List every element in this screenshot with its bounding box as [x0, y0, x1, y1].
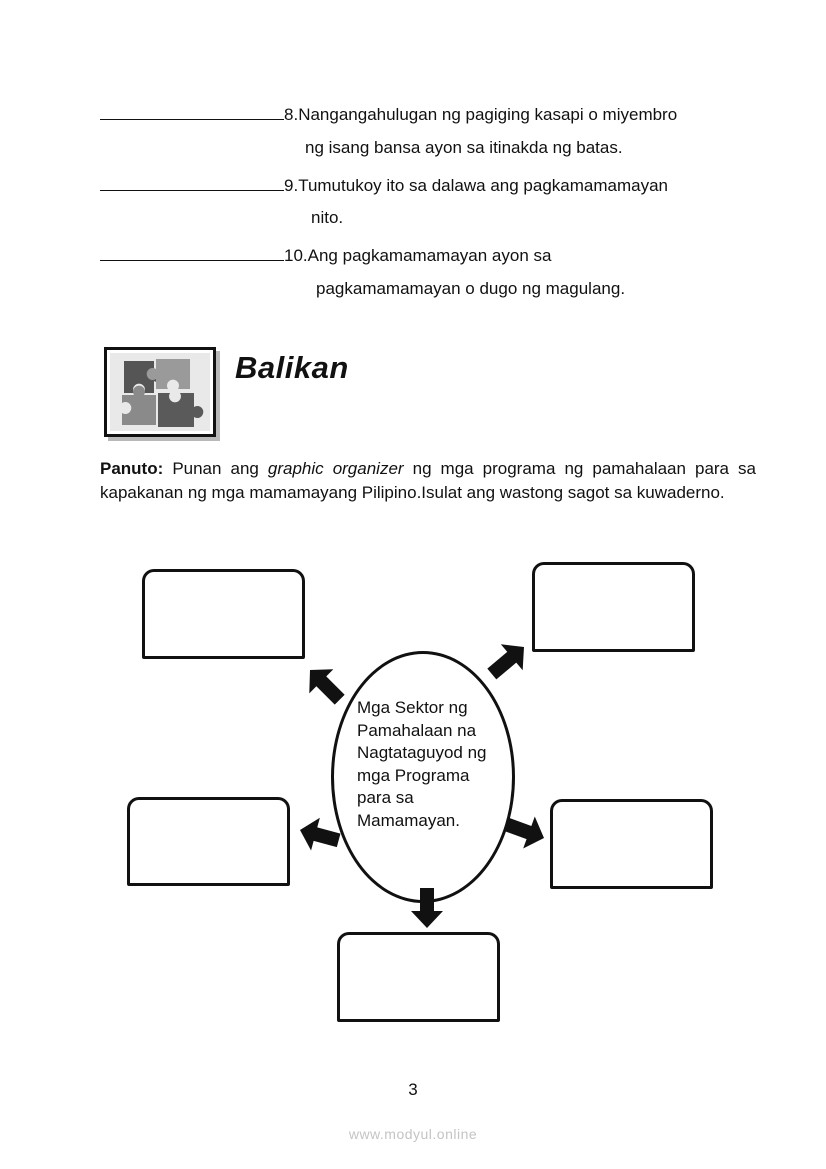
section-title: Balikan — [235, 350, 349, 385]
arrow-up-left-icon — [309, 669, 345, 705]
question-number: 8. — [284, 105, 299, 124]
question-number: 10. — [284, 246, 308, 265]
question-text: Tumutukoy ito sa dalawa ang pagkamamamay… — [298, 176, 668, 195]
question-8-line: 8.Nangangahulugan ng pagiging kasapi o m… — [100, 102, 677, 125]
instructions-label: Panuto: — [100, 459, 164, 478]
instructions-paragraph: Panuto: Punan ang graphic organizer ng m… — [100, 457, 756, 505]
answer-box-bottom[interactable] — [337, 932, 500, 1022]
center-label-line: Pamahalaan na — [357, 720, 477, 740]
answer-box-top-left[interactable] — [142, 569, 305, 659]
question-9-line: 9.Tumutukoy ito sa dalawa ang pagkamamam… — [100, 173, 668, 196]
answer-blank-10[interactable] — [100, 243, 284, 261]
question-number: 9. — [284, 176, 299, 195]
question-8-continuation: ng isang bansa ayon sa itinakda ng batas… — [305, 138, 623, 157]
question-text: Ang pagkamamamayan ayon sa — [307, 246, 552, 265]
question-10-continuation: pagkamamamayan o dugo ng magulang. — [316, 279, 626, 298]
answer-blank-8[interactable] — [100, 102, 284, 120]
arrow-up-right-icon — [487, 644, 524, 680]
instructions-text-before: Punan ang — [163, 459, 268, 478]
arrow-down-icon — [411, 888, 443, 928]
center-label: Mga Sektor ng Pamahalaan na Nagtataguyod… — [357, 697, 517, 832]
center-label-line: mga Programa — [357, 765, 470, 785]
answer-box-middle-left[interactable] — [127, 797, 290, 886]
center-ellipse — [331, 651, 515, 903]
page-number: 3 — [408, 1080, 418, 1099]
instructions-text-after: ng mga programa ng pamahalaan para sa ka… — [100, 459, 756, 502]
center-label-line: para sa — [357, 788, 414, 807]
center-label-line: Nagtataguyod ng — [357, 743, 487, 762]
answer-blank-9[interactable] — [100, 173, 284, 191]
instructions-emphasis: graphic organizer — [267, 459, 404, 478]
arrow-right-icon — [504, 816, 544, 849]
center-label-line: Mamamayan. — [357, 810, 460, 830]
puzzle-pieces-icon — [104, 347, 216, 437]
center-label-line: Mga Sektor ng — [357, 698, 468, 717]
answer-box-top-right[interactable] — [532, 562, 695, 652]
question-text: Nangangahulugan ng pagiging kasapi o miy… — [298, 105, 678, 124]
answer-box-middle-right[interactable] — [550, 799, 713, 889]
watermark: www.modyul.online — [348, 1126, 478, 1142]
question-10-line: 10.Ang pagkamamamayan ayon sa — [100, 243, 551, 266]
question-9-continuation: nito. — [311, 208, 344, 227]
arrow-left-icon — [300, 817, 341, 851]
